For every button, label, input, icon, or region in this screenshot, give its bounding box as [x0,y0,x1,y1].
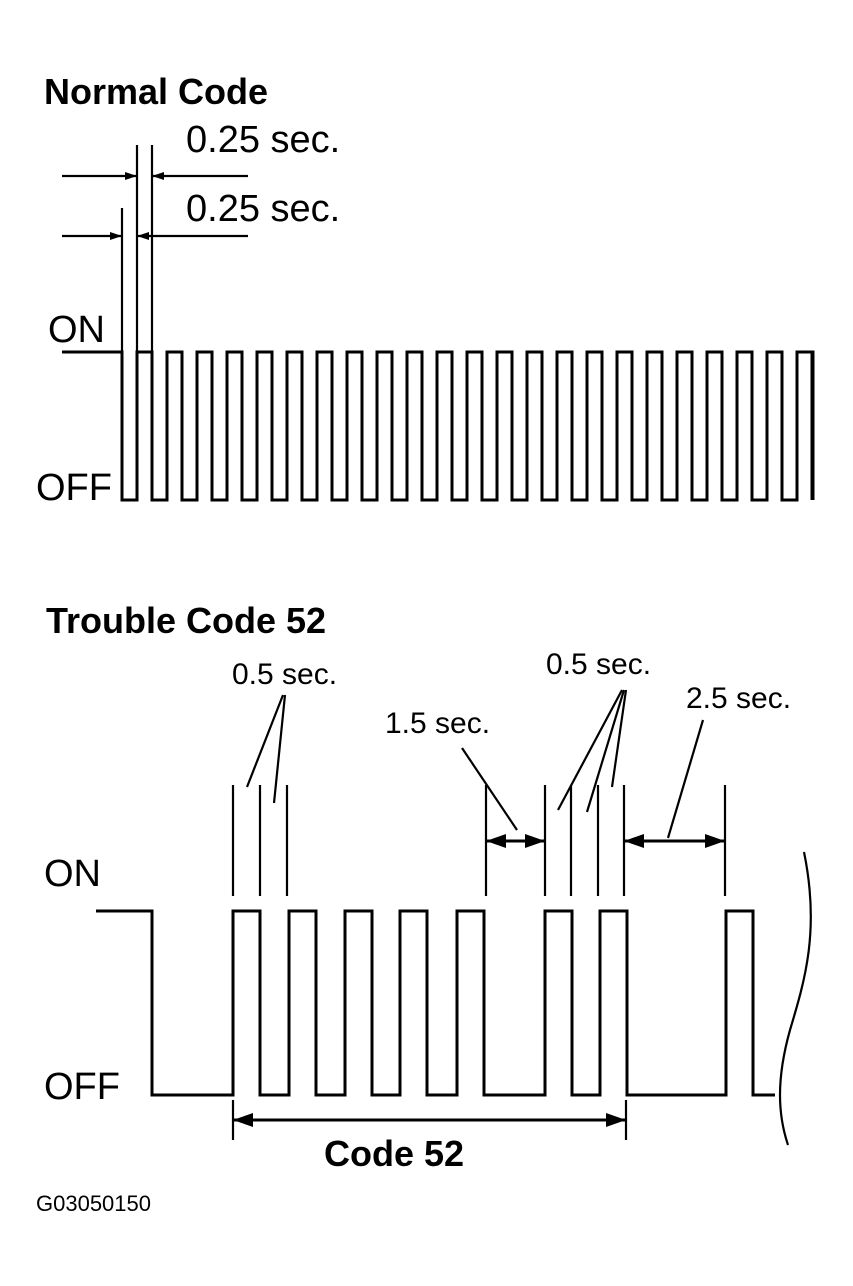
trouble-short-gap-label: 1.5 sec. [385,707,491,740]
trouble-pulse-label-left: 0.5 sec. [232,658,338,691]
trouble-leader-right-3 [610,689,628,788]
trouble-long-gap-label: 2.5 sec. [686,682,792,715]
trouble-code-title: Trouble Code 52 [46,600,327,641]
trouble-leader-left-1 [245,694,285,788]
normal-code-title: Normal Code [44,71,269,112]
normal-off-label: OFF [36,467,112,509]
trouble-pulse-label-right: 0.5 sec. [546,648,652,681]
trouble-leader-right-1 [557,689,623,811]
trouble-code-waveform [96,909,775,1097]
continuation-break-line [778,851,812,1146]
code-span-label: Code 52 [324,1133,465,1174]
figure-id: G03050150 [36,1191,151,1216]
trouble-on-label: ON [44,853,101,895]
normal-dim-on-label: 0.25 sec. [186,119,341,161]
trouble-leader-long-gap [666,719,705,839]
trouble-leader-right-2 [585,689,626,813]
trouble-off-label: OFF [44,1066,120,1108]
trouble-leader-short-gap [461,747,518,831]
normal-code-waveform [62,350,815,502]
normal-dim-off-label: 0.25 sec. [186,188,341,230]
normal-on-label: ON [48,309,105,351]
trouble-leader-left-2 [272,694,287,804]
